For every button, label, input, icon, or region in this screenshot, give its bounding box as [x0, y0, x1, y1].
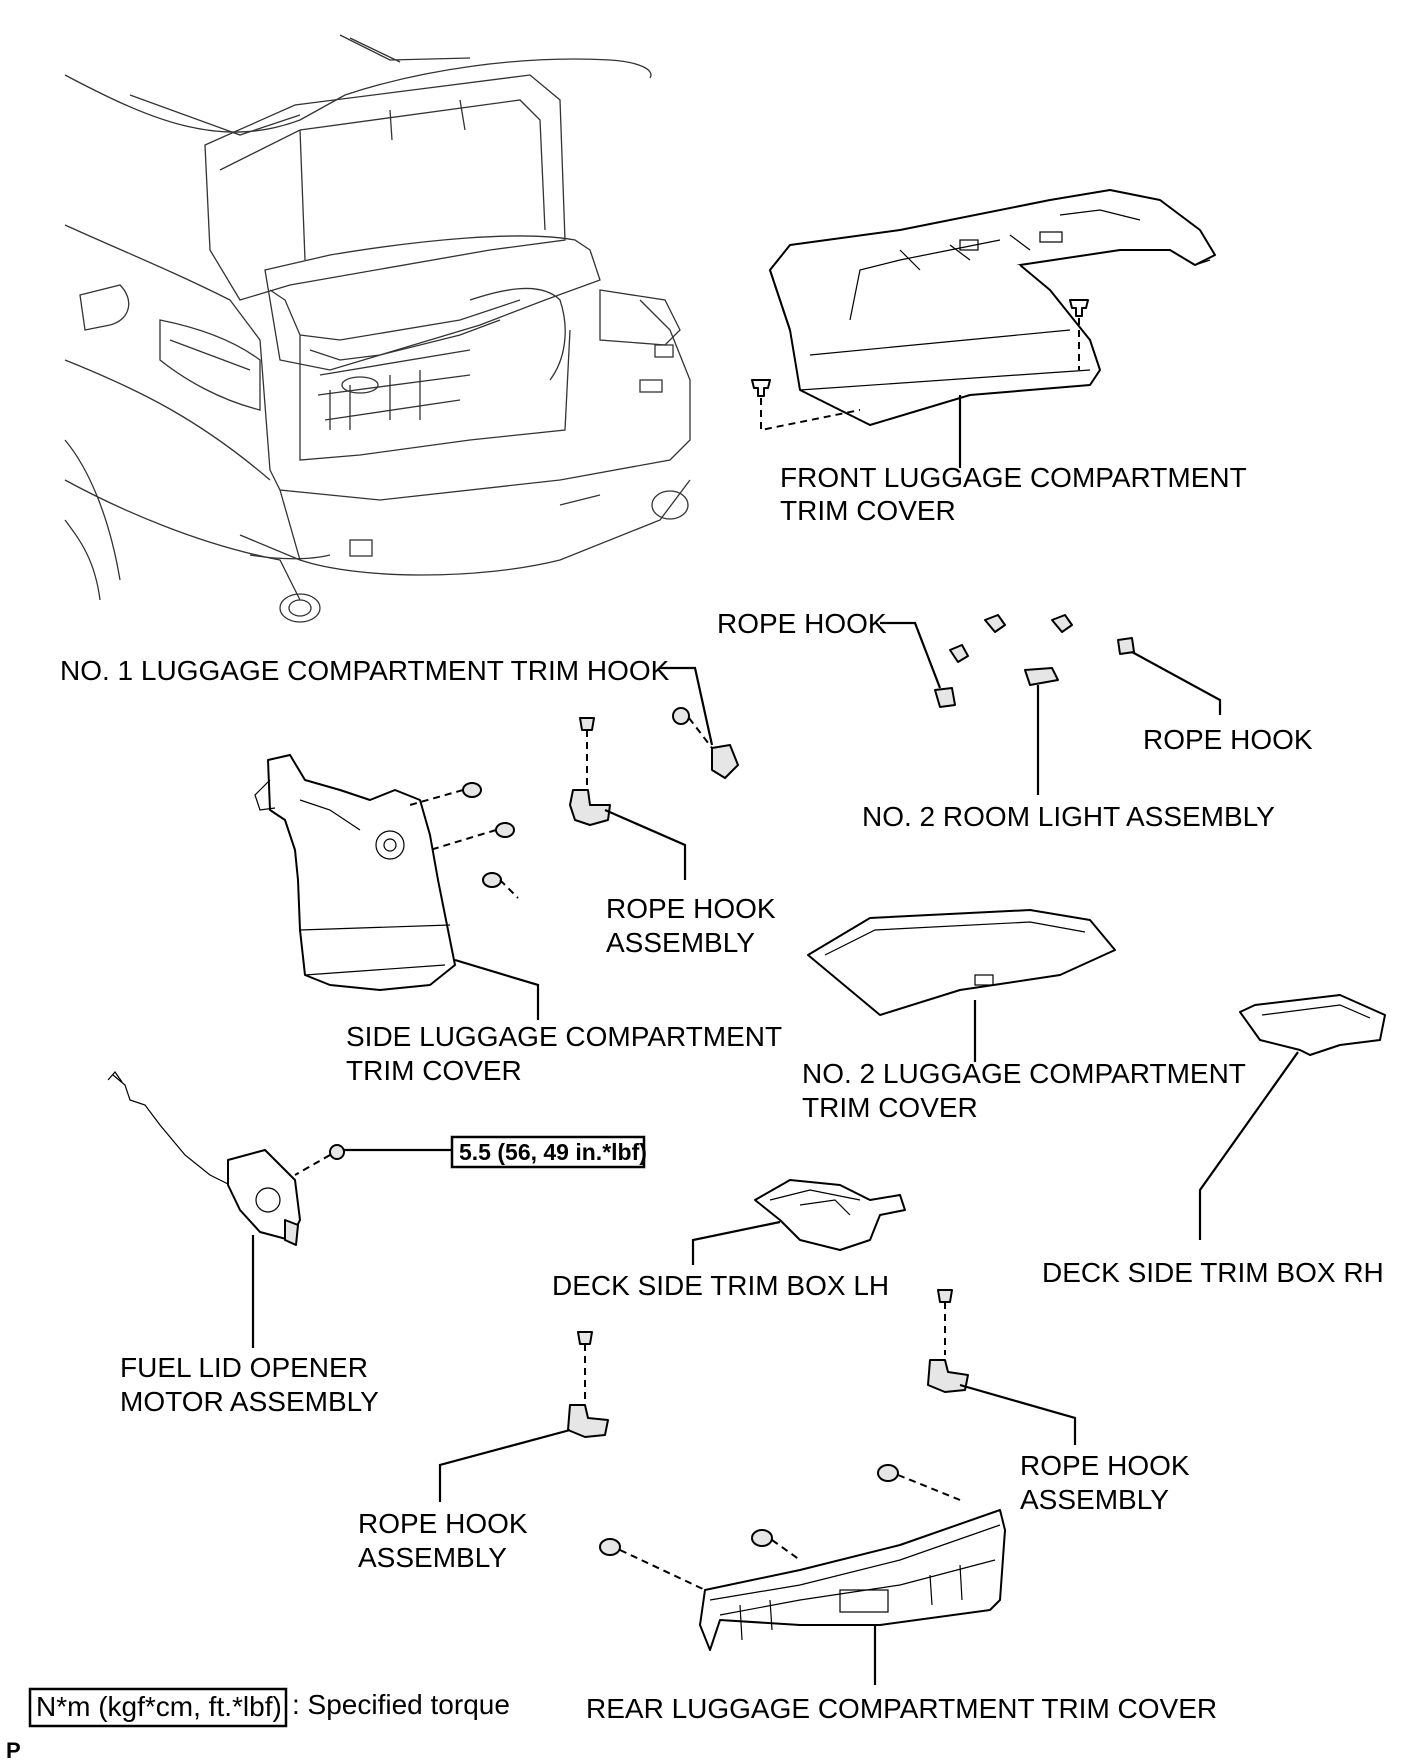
label-front-trim-cover-line1: FRONT LUGGAGE COMPARTMENT: [780, 462, 1247, 493]
torque-spec-box: [450, 1135, 646, 1169]
label-rope-hook-assembly-left-line1: ROPE HOOK: [358, 1508, 528, 1539]
label-rope-hook-assembly-right-line1: ROPE HOOK: [1020, 1450, 1190, 1481]
label-deck-side-trim-box-lh: DECK SIDE TRIM BOX LH: [552, 1270, 889, 1301]
rope-hook-cluster-parts: [880, 614, 1222, 795]
label-rope-hook-assembly-upper-line2: ASSEMBLY: [606, 927, 755, 958]
label-no1-trim-hook: NO. 1 LUGGAGE COMPARTMENT TRIM HOOK: [60, 655, 670, 686]
label-rope-hook-top-right: ROPE HOOK: [1143, 724, 1313, 755]
label-rope-hook-assembly-upper-line1: ROPE HOOK: [606, 893, 776, 924]
rope-hook-assembly-upper-part: [569, 717, 687, 880]
label-rope-hook-assembly-right-line2: ASSEMBLY: [1020, 1484, 1169, 1515]
label-deck-side-trim-box-rh: DECK SIDE TRIM BOX RH: [1042, 1257, 1384, 1288]
side-luggage-trim-cover-part: [254, 754, 540, 1020]
rope-hook-assembly-right-part: [927, 1289, 1077, 1445]
footer-mark: P: [6, 1738, 21, 1763]
no2-luggage-trim-cover-part: [807, 909, 1116, 1062]
label-front-trim-cover-line2: TRIM COVER: [780, 495, 956, 526]
label-side-trim-cover-line2: TRIM COVER: [346, 1055, 522, 1086]
torque-spec-value: 5.5 (56, 49 in.*lbf): [459, 1139, 647, 1165]
no1-trim-hook-part: [660, 666, 739, 779]
legend-torque-box: [28, 1687, 288, 1728]
label-fuel-lid-opener-line2: MOTOR ASSEMBLY: [120, 1386, 379, 1417]
legend-torque-units: N*m (kgf*cm, ft.*lbf): [36, 1691, 282, 1722]
car-rear-illustration: [64, 34, 691, 623]
front-luggage-trim-cover-part: [751, 189, 1216, 468]
deck-side-trim-box-rh-part: [1198, 994, 1386, 1240]
legend-description: : Specified torque: [292, 1689, 510, 1720]
label-no2-trim-cover-line1: NO. 2 LUGGAGE COMPARTMENT: [802, 1058, 1246, 1089]
label-side-trim-cover-line1: SIDE LUGGAGE COMPARTMENT: [346, 1021, 782, 1052]
deck-side-trim-box-lh-part: [691, 1179, 906, 1265]
rope-hook-assembly-left-part: [438, 1331, 609, 1502]
label-rope-hook-top-left: ROPE HOOK: [717, 608, 887, 639]
rear-luggage-trim-cover-part: [599, 1464, 1006, 1685]
label-rope-hook-assembly-left-line2: ASSEMBLY: [358, 1542, 507, 1573]
label-rear-trim-cover: REAR LUGGAGE COMPARTMENT TRIM COVER: [586, 1693, 1217, 1724]
label-no2-trim-cover-line2: TRIM COVER: [802, 1092, 978, 1123]
label-no2-room-light: NO. 2 ROOM LIGHT ASSEMBLY: [862, 801, 1275, 832]
fuel-lid-opener-motor-part: [107, 1071, 452, 1348]
label-fuel-lid-opener-line1: FUEL LID OPENER: [120, 1352, 368, 1383]
